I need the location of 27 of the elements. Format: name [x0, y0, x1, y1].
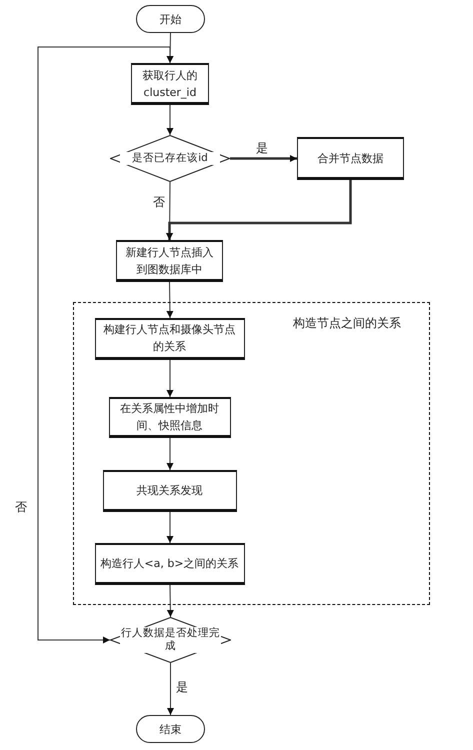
group-title: 构造节点之间的关系 [293, 315, 401, 332]
arrow [230, 155, 297, 162]
process-box: 构建行人节点和摄像头节点的关系 [94, 318, 244, 360]
arrow [166, 180, 352, 240]
process-box: 共现关系发现 [102, 470, 236, 512]
arrow [166, 584, 174, 618]
process-box: 在关系属性中增加时间、快照信息 [108, 396, 230, 438]
decision-diamond: 是否已存在该id [110, 135, 230, 182]
process-box: 合并节点数据 [297, 137, 404, 180]
terminal-shape: 开始 [136, 5, 205, 33]
process-box: 新建行人节点插入到图数据库中 [116, 240, 223, 282]
terminal-shape: 结束 [136, 715, 205, 743]
arrow [166, 512, 174, 544]
process-box: 构造行人<a, b>之间的关系 [94, 542, 244, 584]
arrow [38, 46, 174, 644]
edge-label: 否 [14, 500, 28, 514]
arrow [166, 282, 174, 318]
edge-label: 是 [255, 141, 269, 155]
arrow [166, 360, 174, 398]
arrow [166, 104, 174, 136]
decision-diamond: 行人数据是否处理完成 [110, 617, 231, 663]
process-box: 获取行人的cluster_id [131, 63, 209, 105]
edge-label: 是 [175, 680, 189, 694]
edge-label: 否 [152, 195, 166, 209]
arrow [166, 438, 174, 470]
dashed-group-box [73, 302, 430, 605]
arrow [167, 662, 174, 716]
